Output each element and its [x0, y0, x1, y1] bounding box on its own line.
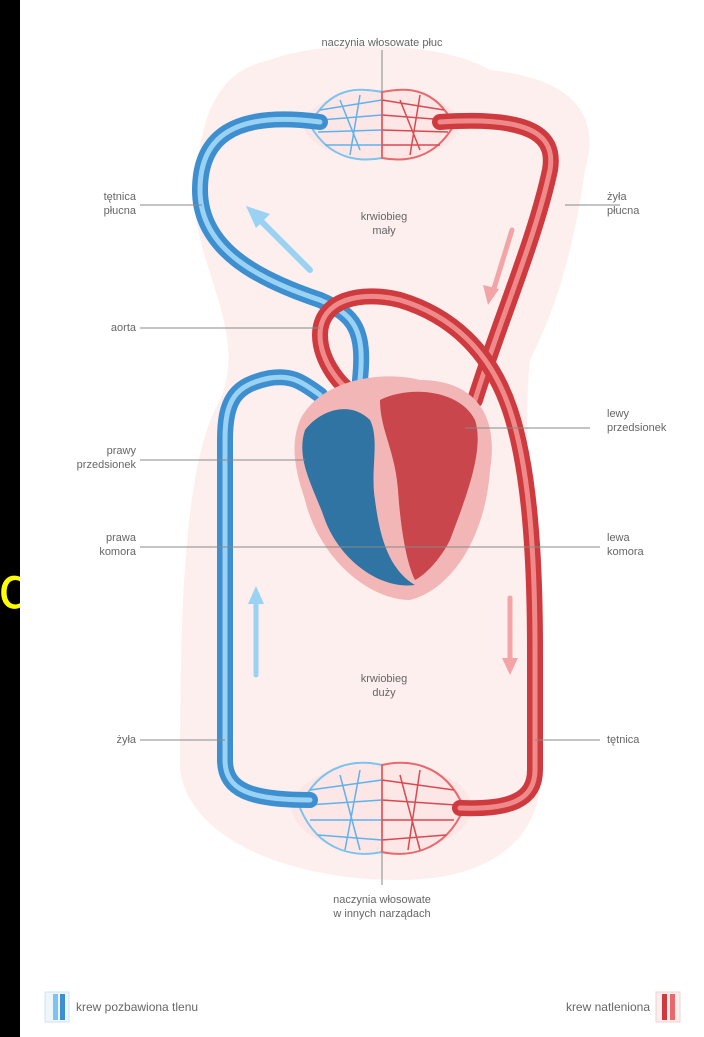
label-right-ventricle: prawa komora: [60, 531, 136, 559]
label-small-circulation: krwiobieg mały: [334, 210, 434, 238]
label-organ-capillaries: naczynia włosowate w innych narządach: [282, 893, 482, 921]
label-pulmonary-vein: żyła płucna: [607, 190, 687, 218]
legend-deoxygenated-swatch: [45, 992, 69, 1022]
label-large-circulation: krwiobieg duży: [334, 672, 434, 700]
label-vein: żyła: [60, 733, 136, 747]
legend-deoxygenated-label: krew pozbawiona tlenu: [76, 1000, 296, 1014]
label-left-ventricle: lewa komora: [607, 531, 687, 559]
label-aorta: aorta: [60, 321, 136, 335]
label-right-atrium: prawy przedsionek: [20, 444, 136, 472]
diagram-panel: naczynia włosowate płuc tętnica płucna ż…: [20, 0, 704, 1037]
legend-oxygenated-label: krew natleniona: [440, 1000, 650, 1014]
circulation-diagram: [20, 0, 704, 1037]
label-left-atrium: lewy przedsionek: [607, 407, 702, 435]
label-artery: tętnica: [607, 733, 687, 747]
label-lung-capillaries: naczynia włosowate płuc: [282, 36, 482, 50]
label-pulmonary-artery: tętnica płucna: [60, 190, 136, 218]
legend-oxygenated-swatch: [656, 992, 680, 1022]
yellow-side-mark: d: [0, 548, 22, 628]
